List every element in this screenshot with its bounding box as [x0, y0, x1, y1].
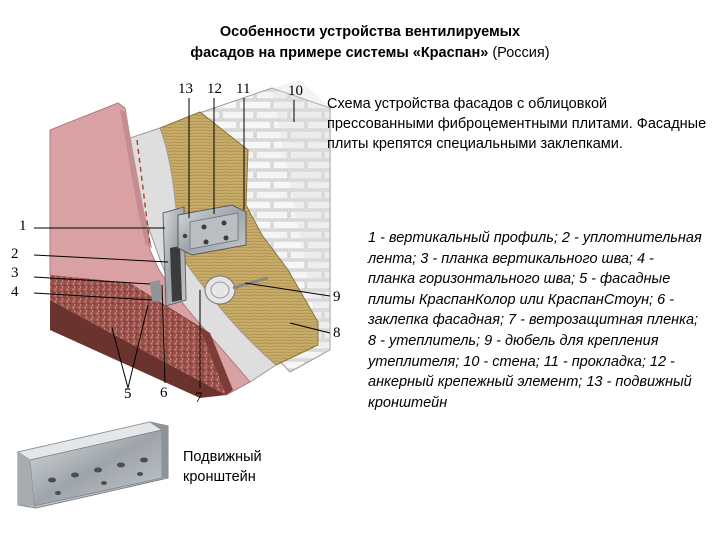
callout-13: 13	[178, 81, 193, 97]
callout-9: 9	[333, 289, 341, 305]
title-line-1: Особенности устройства вентилируемых	[219, 24, 521, 40]
callout-leaders	[33, 98, 331, 389]
callout-12: 12	[207, 81, 222, 97]
bracket-caption: Подвижный кронштейн	[183, 447, 262, 487]
callout-5: 5	[124, 386, 132, 402]
callout-6: 6	[160, 385, 168, 401]
callout-4: 4	[11, 284, 19, 300]
bracket-caption-line-1: Подвижный	[183, 449, 262, 465]
callout-2: 2	[11, 246, 19, 262]
callout-8: 8	[333, 325, 341, 341]
insulation-dowel	[204, 275, 269, 305]
slide-title: Особенности устройства вентилируемых фас…	[100, 22, 640, 64]
component-legend: 1 - вертикальный профиль; 2 - уплотнител…	[368, 230, 702, 411]
scheme-description: Схема устройства фасадов с облицовкой пр…	[327, 96, 707, 152]
callout-3: 3	[11, 265, 19, 281]
callout-11: 11	[236, 81, 251, 97]
callout-7: 7	[195, 390, 203, 406]
wall-bracket	[177, 204, 247, 256]
vertical-profile	[150, 206, 187, 307]
movable-bracket-picture	[17, 421, 169, 509]
callout-1: 1	[19, 218, 27, 234]
title-line-2: фасадов на примере системы «Краспан»	[190, 45, 489, 61]
title-line-2-suffix: (Россия)	[488, 45, 550, 61]
bracket-caption-line-2: кронштейн	[183, 469, 256, 485]
callout-10: 10	[288, 83, 303, 99]
stone-panel	[50, 275, 233, 398]
facade-panel	[49, 102, 251, 396]
